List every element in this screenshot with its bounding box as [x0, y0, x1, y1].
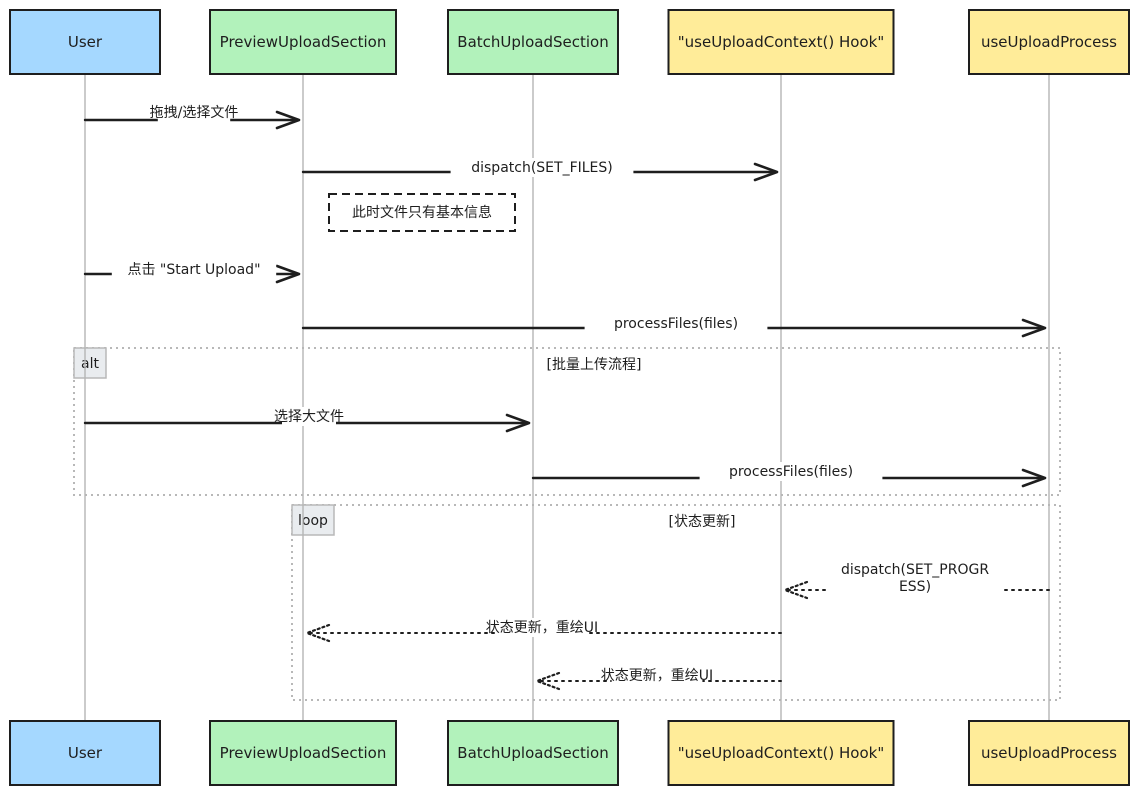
arrowhead: [533, 671, 561, 691]
message-2: dispatch(SET_FILES): [301, 158, 779, 182]
message-label-bg: [496, 618, 588, 637]
frame-tag-label: alt: [81, 356, 99, 372]
messages-layer: 拖拽/选择文件 dispatch(SET_FILES) 点击 "Start Uplo…: [83, 103, 1050, 691]
frame-alt: alt [批量上传流程]: [73, 347, 1061, 496]
participant-box: [667, 9, 895, 75]
participant-user-bottom[interactable]: User: [9, 720, 161, 786]
message-label: dispatch(SET_PROGR: [841, 562, 989, 578]
message-6: processFiles(files): [531, 462, 1047, 488]
arrowhead: [1021, 318, 1047, 338]
note-box: [328, 193, 516, 232]
note-layer: 此时文件只有基本信息: [328, 193, 516, 232]
message-3: 点击 "Start Upload": [83, 260, 301, 284]
arrowhead: [303, 623, 331, 643]
arrowhead: [781, 580, 809, 600]
message-label-bg: [699, 462, 883, 481]
participant-label: PreviewUploadSection: [220, 33, 387, 51]
frame-condition: [批量上传流程]: [547, 357, 642, 373]
message-label: 选择大文件: [274, 409, 344, 425]
message-8: 状态更新，重绘UI: [303, 618, 782, 643]
arrowhead: [753, 162, 779, 182]
participant-box: [968, 9, 1130, 75]
frame-tag-box: [73, 347, 107, 379]
note: 此时文件只有基本信息: [328, 193, 516, 232]
message-label: 状态更新，重绘UI: [486, 620, 598, 636]
message-label-bg: [611, 666, 703, 685]
message-label-bg: [157, 103, 231, 122]
message-label: processFiles(files): [729, 464, 853, 480]
participant-label: useUploadProcess: [981, 33, 1117, 51]
participant-context-bottom[interactable]: "useUploadContext() Hook": [667, 720, 895, 786]
message-label-bg: [828, 560, 1002, 596]
participant-box: [9, 720, 161, 786]
participant-label: PreviewUploadSection: [220, 744, 387, 762]
frame-condition: [状态更新]: [669, 514, 736, 530]
frame-border: [291, 504, 1061, 701]
message-label-bg: [282, 407, 336, 426]
message-label: 状态更新，重绘UI: [601, 668, 713, 684]
frames-layer: alt [批量上传流程] loop [状态更新]: [73, 347, 1061, 701]
message-label: 拖拽/选择文件: [150, 105, 239, 121]
participant-label: User: [68, 744, 103, 762]
message-label: ESS): [899, 579, 931, 595]
participant-label: "useUploadContext() Hook": [678, 744, 884, 762]
participant-box: [209, 9, 397, 75]
actors-layer: UserUserPreviewUploadSectionPreviewUploa…: [9, 9, 1130, 786]
lifelines-layer: [84, 74, 1050, 721]
message-label: 点击 "Start Upload": [127, 262, 260, 278]
participant-box: [968, 720, 1130, 786]
participant-process-top[interactable]: useUploadProcess: [968, 9, 1130, 75]
frame-loop: loop [状态更新]: [291, 504, 1061, 701]
participant-box: [667, 720, 895, 786]
participant-box: [447, 9, 619, 75]
message-4: processFiles(files): [301, 314, 1047, 338]
participant-label: BatchUploadSection: [457, 744, 608, 762]
message-label-bg: [111, 260, 277, 279]
message-label: processFiles(files): [614, 316, 738, 332]
arrowhead: [275, 110, 301, 130]
participant-user-top[interactable]: User: [9, 9, 161, 75]
message-5: 选择大文件: [83, 407, 531, 433]
participant-preview-bottom[interactable]: PreviewUploadSection: [209, 720, 397, 786]
participant-box: [9, 9, 161, 75]
message-label-bg: [584, 314, 768, 333]
participant-box: [209, 720, 397, 786]
note-text: 此时文件只有基本信息: [352, 204, 492, 221]
participant-preview-top[interactable]: PreviewUploadSection: [209, 9, 397, 75]
participant-box: [447, 720, 619, 786]
participant-label: BatchUploadSection: [457, 33, 608, 51]
participant-process-bottom[interactable]: useUploadProcess: [968, 720, 1130, 786]
frame-border: [73, 347, 1061, 496]
arrowhead: [1021, 468, 1047, 488]
message-label-bg: [450, 158, 634, 177]
participant-context-top[interactable]: "useUploadContext() Hook": [667, 9, 895, 75]
frame-tag-box: [291, 504, 335, 536]
frame-tag-label: loop: [298, 513, 328, 529]
arrowhead: [275, 264, 301, 284]
message-1: 拖拽/选择文件: [83, 103, 301, 130]
arrowhead: [505, 413, 531, 433]
participant-batch-bottom[interactable]: BatchUploadSection: [447, 720, 619, 786]
message-label: dispatch(SET_FILES): [471, 160, 613, 176]
participant-label: useUploadProcess: [981, 744, 1117, 762]
participant-batch-top[interactable]: BatchUploadSection: [447, 9, 619, 75]
participant-label: User: [68, 33, 103, 51]
message-9: 状态更新，重绘UI: [533, 666, 782, 691]
participant-label: "useUploadContext() Hook": [678, 33, 884, 51]
